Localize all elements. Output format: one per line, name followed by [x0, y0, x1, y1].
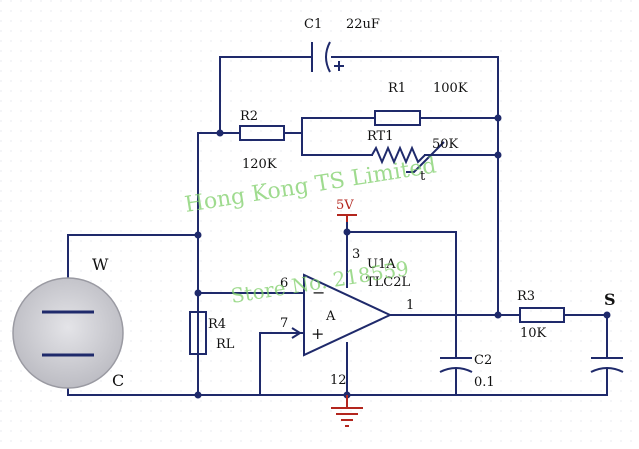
- thermistor-rt1: RT1 50K t: [367, 129, 459, 184]
- output-s-label: S: [604, 290, 616, 309]
- pin-7-label: 7: [280, 316, 288, 331]
- c1-name-label: C1: [304, 17, 322, 32]
- r3-value-label: 10K: [520, 326, 547, 341]
- r2-name-label: R2: [240, 109, 258, 124]
- rt1-value-label: 50K: [432, 137, 459, 152]
- resistor-r3: R3 10K: [517, 289, 565, 341]
- pin-1-label: 1: [406, 298, 414, 313]
- rt1-name-label: RT1: [367, 129, 394, 144]
- u1a-part-label: TLC2L: [366, 275, 411, 290]
- pin-3-label: 3: [352, 247, 360, 262]
- c2-name-label: C2: [474, 353, 492, 368]
- pin-6-label: 6: [280, 276, 288, 291]
- resistor-r4: R4 RL: [189, 311, 235, 355]
- resistor-r2: R2 120K: [239, 109, 285, 172]
- humidity-sensor: W C: [12, 255, 124, 390]
- output-capacitor: [590, 357, 624, 373]
- pin-12-label: 12: [330, 373, 347, 388]
- c2-value-label: 0.1: [474, 375, 495, 390]
- r1-name-label: R1: [388, 81, 406, 96]
- sensor-w-label: W: [92, 255, 109, 274]
- ground-symbol: [331, 395, 363, 427]
- opamp-plus-sign: +: [311, 324, 324, 343]
- c1-value-label: 22uF: [346, 17, 380, 32]
- sensor-c-label: C: [112, 371, 124, 390]
- capacitor-c1: C1 22uF: [304, 17, 380, 73]
- supply-label: 5V: [336, 198, 354, 213]
- r4-name-label: R4: [208, 317, 226, 332]
- capacitor-c2: C2 0.1: [439, 353, 495, 390]
- rt1-t-label: t: [420, 169, 426, 184]
- r4-value-label: RL: [216, 337, 235, 352]
- supply-5v: 5V: [336, 198, 357, 222]
- opamp-symbol-label: A: [325, 309, 336, 324]
- u1a-name-label: U1A: [367, 257, 396, 272]
- r1-value-label: 100K: [433, 81, 468, 96]
- opamp-u1a: − + A 3 6 7 1 12 U1A TLC2L: [280, 247, 414, 388]
- r3-name-label: R3: [517, 289, 535, 304]
- r2-value-label: 120K: [242, 157, 277, 172]
- opamp-minus-sign: −: [312, 283, 325, 302]
- resistor-r1: R1 100K: [374, 81, 468, 126]
- junction-dots: [194, 114, 611, 399]
